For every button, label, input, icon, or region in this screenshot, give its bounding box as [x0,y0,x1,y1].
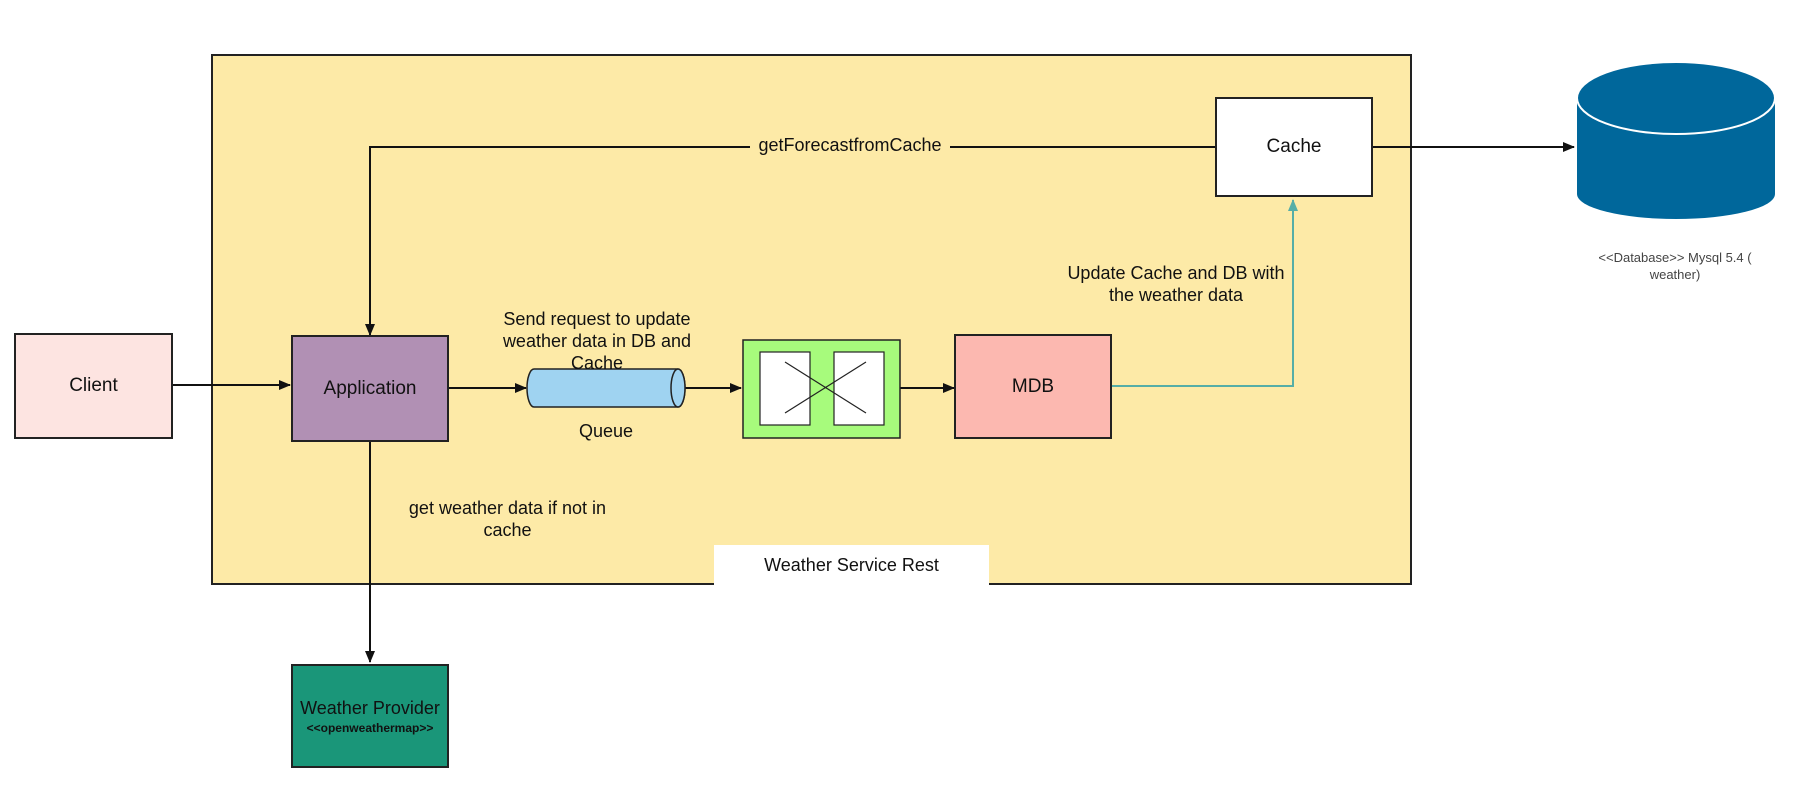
application-label: Application [323,377,417,399]
label-send-request: Send request to update weather data in D… [502,309,692,373]
database-label: <<Database>> Mysql 5.4 ( weather) [1598,250,1752,282]
client-node: Client [14,333,173,439]
edge-cache-application [365,146,1215,336]
service-title-box: Weather Service Rest [714,545,989,585]
mdb-label: MDB [1011,375,1055,397]
service-title: Weather Service Rest [764,554,939,575]
processor-node [742,339,901,439]
application-node: Application [291,335,449,442]
edge-mdb-cache [1112,199,1298,387]
label-queue: Queue [578,421,634,441]
mdb-node: MDB [954,334,1112,439]
label-update-cache-db: Update Cache and DB with the weather dat… [1067,263,1285,305]
cache-label: Cache [1266,136,1322,157]
weather-provider-title: Weather Provider [300,697,440,718]
weather-provider-stereotype: <<openweathermap>> [306,720,434,735]
weather-provider-node: Weather Provider <<openweathermap>> [291,664,449,768]
queue-cylinder [526,368,686,408]
label-get-forecast-from-cache: getForecastfromCache [750,134,950,156]
cache-node: Cache [1215,97,1373,197]
database-icon [1576,61,1776,219]
label-get-weather-data: get weather data if not in cache [408,498,607,540]
client-label: Client [69,375,118,396]
